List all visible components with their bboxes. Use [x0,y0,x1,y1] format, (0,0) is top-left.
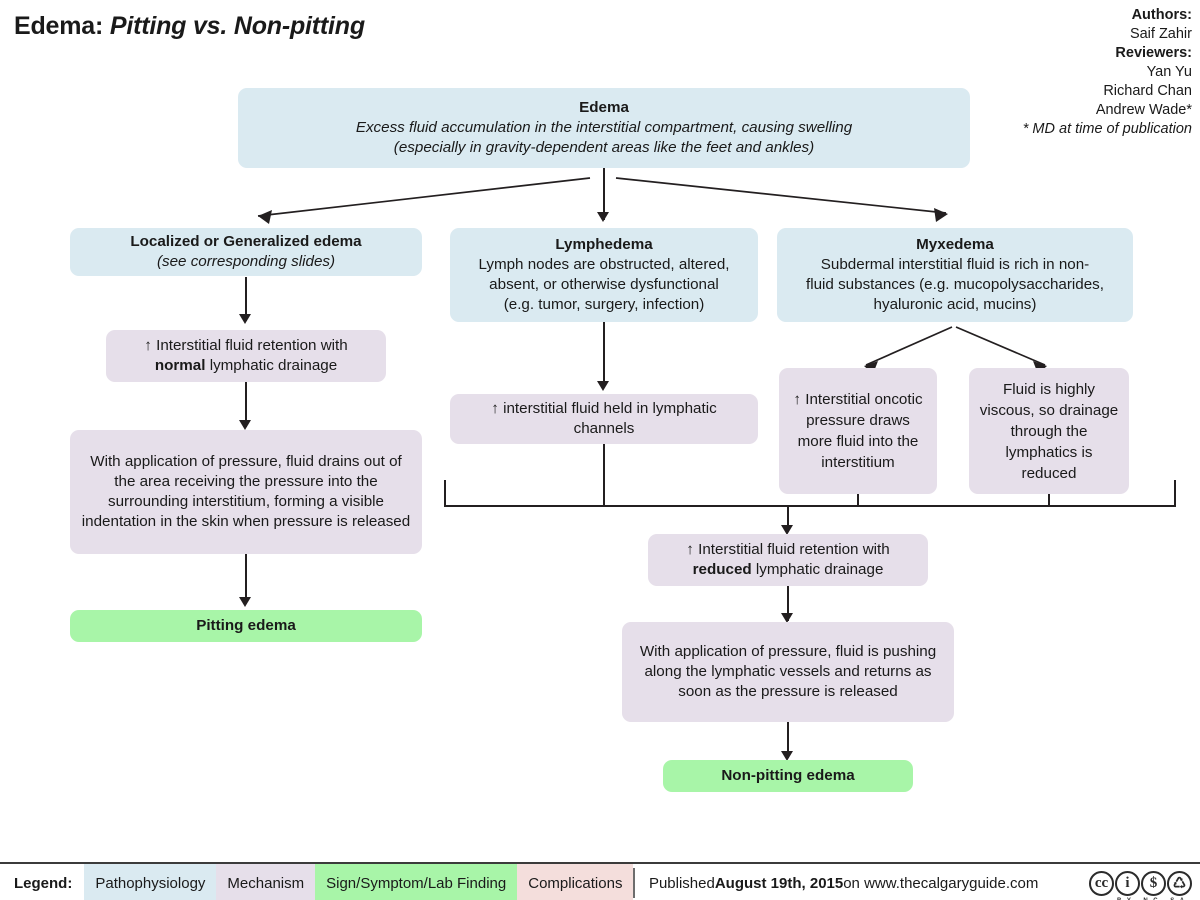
node-normal-suffix: lymphatic drainage [205,357,338,374]
author-name: Saif Zahir [1129,26,1192,42]
node-fluid-held-in-channels[interactable]: ↑ interstitial fluid held in lymphatic c… [450,394,758,444]
node-pressure-pushes-text: With application of pressure, fluid is p… [639,643,937,700]
bracket-drop-stem [787,505,789,531]
node-reduced-prefix: ↑ Interstitial fluid retention with [686,541,890,558]
node-localized-subtitle: (see corresponding slides) [156,253,336,270]
arrowhead-to-nonpitting-edema [781,751,793,761]
arrowhead-to-held-channels [597,381,609,391]
reviewers-label: Reviewers: [1115,45,1192,61]
node-lymphedema[interactable]: Lymphedema Lymph nodes are obstructed, a… [450,228,758,322]
node-interstitial-oncotic-pressure[interactable]: ↑ Interstitial oncotic pressure draws mo… [779,368,937,494]
cc-sa-icon: ♺ [1167,870,1192,896]
reviewer-3: Andrew Wade* [1095,102,1192,118]
page-title-plain: Edema: [14,12,110,40]
node-lymphedema-line1: Lymph nodes are obstructed, altered, [478,256,730,273]
node-lymphedema-line2: absent, or otherwise dysfunctional [489,276,719,293]
reviewer-2: Richard Chan [1103,83,1192,99]
legend-item-mechanism[interactable]: Mechanism [216,864,316,900]
connector-localized-to-normal [245,277,247,321]
legend-item-sign-symptom-lab-finding[interactable]: Sign/Symptom/Lab Finding [315,864,518,900]
node-nonpitting-edema-text: Non-pitting edema [721,767,855,784]
published-date: August 19th, 2015 [714,874,844,892]
cc-by-icon: i [1115,870,1140,896]
node-edema-line1: Excess fluid accumulation in the interst… [355,119,853,136]
legend-item-pathophysiology[interactable]: Pathophysiology [84,864,217,900]
arrowhead-to-reduced-retention [781,525,793,535]
node-pressure-drains-text: With application of pressure, fluid drai… [81,453,411,530]
connector-held-to-bracket [603,443,605,506]
cc-nc-icon: $ [1141,870,1166,896]
cc-sublabels: BY NC SA [1117,898,1190,900]
connector-lymphedema-to-held [603,322,605,384]
node-non-pitting-edema[interactable]: Non-pitting edema [663,760,913,792]
creative-commons-license[interactable]: cc i $ ♺ BY NC SA [1089,868,1192,900]
credits-footnote: * MD at time of publication [1022,121,1192,137]
node-pitting-edema-text: Pitting edema [196,617,296,634]
arrowhead-to-pressure-drains [239,420,251,430]
node-myxedema-line2: fluid substances (e.g. mucopolysaccharid… [806,276,1104,293]
reviewer-1: Yan Yu [1146,64,1192,80]
node-edema[interactable]: Edema Excess fluid accumulation in the i… [238,88,970,168]
connector-drains-to-pitting [245,553,247,603]
connector-normal-to-drains [245,381,247,427]
legend-divider [633,868,635,898]
node-normal-prefix: ↑ Interstitial fluid retention with [144,337,348,354]
node-viscous-text: Fluid is highly viscous, so drainage thr… [979,380,1119,482]
page-title-italic: Pitting vs. Non-pitting [109,12,365,40]
node-normal-lymphatic-retention[interactable]: ↑ Interstitial fluid retention with norm… [106,330,386,382]
node-normal-bold-word: normal [154,357,206,374]
connector-viscous-to-bracket [1048,493,1050,506]
node-lymphedema-title: Lymphedema [555,236,653,253]
connector-edema-stem [603,167,605,219]
arrowhead-to-pitting-edema [239,597,251,607]
connector-edema-to-lymphedema [603,196,605,220]
node-fluid-highly-viscous[interactable]: Fluid is highly viscous, so drainage thr… [969,368,1129,494]
node-reduced-suffix: lymphatic drainage [751,561,884,578]
node-pitting-edema[interactable]: Pitting edema [70,610,422,642]
node-oncotic-text: ↑ Interstitial oncotic pressure draws mo… [793,391,923,471]
node-localized-generalized-edema[interactable]: Localized or Generalized edema (see corr… [70,228,422,276]
node-held-channels-text: ↑ interstitial fluid held in lymphatic c… [491,400,717,437]
connector-oncotic-to-bracket [857,493,859,506]
legend-item-complications[interactable]: Complications [517,864,634,900]
bracket-left-riser [444,480,446,506]
node-edema-title: Edema [579,99,629,116]
node-lymphedema-line3: (e.g. tumor, surgery, infection) [503,296,705,313]
cc-icon: cc [1089,870,1114,896]
node-edema-line2: (especially in gravity-dependent areas l… [393,139,815,156]
page-title: Edema: Pitting vs. Non-pitting [14,12,365,41]
node-myxedema-line3: hyaluronic acid, mucins) [873,296,1037,313]
legend-label: Legend: [14,874,73,892]
arrowhead-to-normal-retention [239,314,251,324]
legend-bar: Legend: Pathophysiology Mechanism Sign/S… [0,862,1200,900]
node-reduced-lymphatic-retention[interactable]: ↑ Interstitial fluid retention with redu… [648,534,928,586]
published-suffix: on www.thecalgaryguide.com [843,874,1039,892]
node-myxedema-title: Myxedema [916,236,994,253]
published-prefix: Published [648,874,715,892]
arrowhead-to-lymphedema [597,212,609,222]
node-pressure-drains-fluid[interactable]: With application of pressure, fluid drai… [70,430,422,554]
connector-reduced-to-pushes [787,585,789,621]
arrowhead-to-pressure-pushes [781,613,793,623]
node-myxedema[interactable]: Myxedema Subdermal interstitial fluid is… [777,228,1133,322]
bracket-horizontal [444,505,1176,507]
credits-block: Authors: Saif Zahir Reviewers: Yan Yu Ri… [1023,6,1192,139]
bracket-right-riser [1174,480,1176,506]
publication-info: Published August 19th, 2015 on www.theca… [635,864,1052,900]
node-myxedema-line1: Subdermal interstitial fluid is rich in … [820,256,1090,273]
connector-pushes-to-nonpitting [787,722,789,758]
node-localized-title: Localized or Generalized edema [130,233,362,250]
node-pressure-pushes-fluid[interactable]: With application of pressure, fluid is p… [622,622,954,722]
node-reduced-bold-word: reduced [692,561,752,578]
authors-label: Authors: [1131,7,1192,23]
